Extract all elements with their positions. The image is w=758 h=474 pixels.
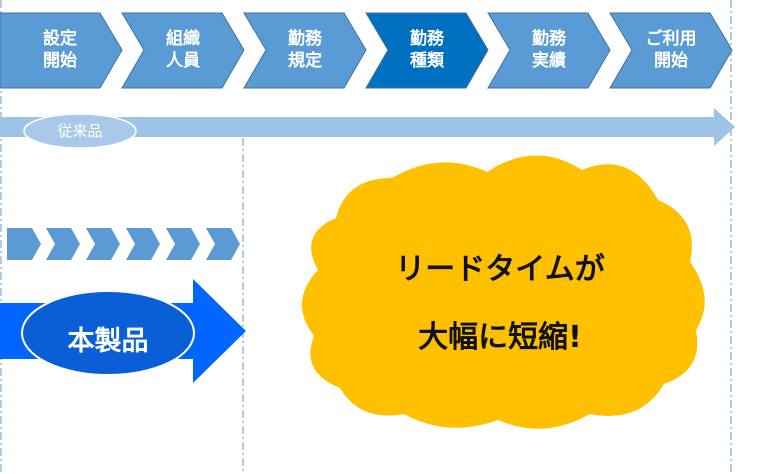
step-chevron-3: [243, 12, 367, 89]
small-chevron-1: [7, 228, 41, 260]
step-label-5-line1: 勤務: [532, 29, 566, 49]
step-label-6-line1: ご利用: [645, 29, 697, 49]
lead-time-message-line2: 大幅に短縮!: [418, 320, 582, 355]
step-label-4-line1: 勤務: [410, 29, 444, 49]
legacy-label: 従来品: [57, 122, 103, 140]
step-label-5: 勤務 実績: [509, 28, 589, 72]
step-label-3-line1: 勤務: [288, 29, 322, 49]
step-chevron-1: [0, 12, 123, 89]
lead-time-message: リードタイムが 大幅に短縮!: [330, 236, 670, 372]
step-label-4: 勤務 種類: [387, 28, 467, 72]
step-chevron-4: [365, 12, 489, 89]
step-label-6: ご利用 開始: [631, 28, 711, 72]
step-label-6-line2: 開始: [654, 51, 688, 71]
step-label-1-line1: 設定: [43, 29, 77, 49]
step-label-2-line1: 組織: [166, 29, 200, 49]
step-label-1: 設定 開始: [20, 28, 100, 72]
legacy-ellipse: [23, 113, 137, 149]
step-label-3-line2: 規定: [288, 51, 322, 71]
step-chevron-2: [121, 12, 245, 89]
small-chevron-5: [166, 228, 200, 260]
step-label-2: 組織 人員: [143, 28, 223, 72]
product-label: 本製品: [67, 326, 149, 357]
legacy-arrow: [0, 108, 735, 146]
small-chevron-3: [86, 228, 120, 260]
product-ellipse: [21, 290, 195, 376]
step-label-2-line2: 人員: [166, 51, 200, 71]
lead-time-message-line1: リードタイムが: [395, 252, 605, 287]
step-label-3: 勤務 規定: [265, 28, 345, 72]
small-chevron-4: [126, 228, 160, 260]
small-chevron-2: [46, 228, 80, 260]
step-chevron-5: [487, 12, 611, 89]
small-chevron-6: [206, 228, 240, 260]
lead-time-burst: [301, 155, 705, 429]
step-label-5-line2: 実績: [532, 51, 566, 71]
step-chevron-6: [609, 12, 733, 89]
step-label-4-line2: 種類: [410, 51, 444, 71]
step-label-1-line2: 開始: [43, 51, 77, 71]
